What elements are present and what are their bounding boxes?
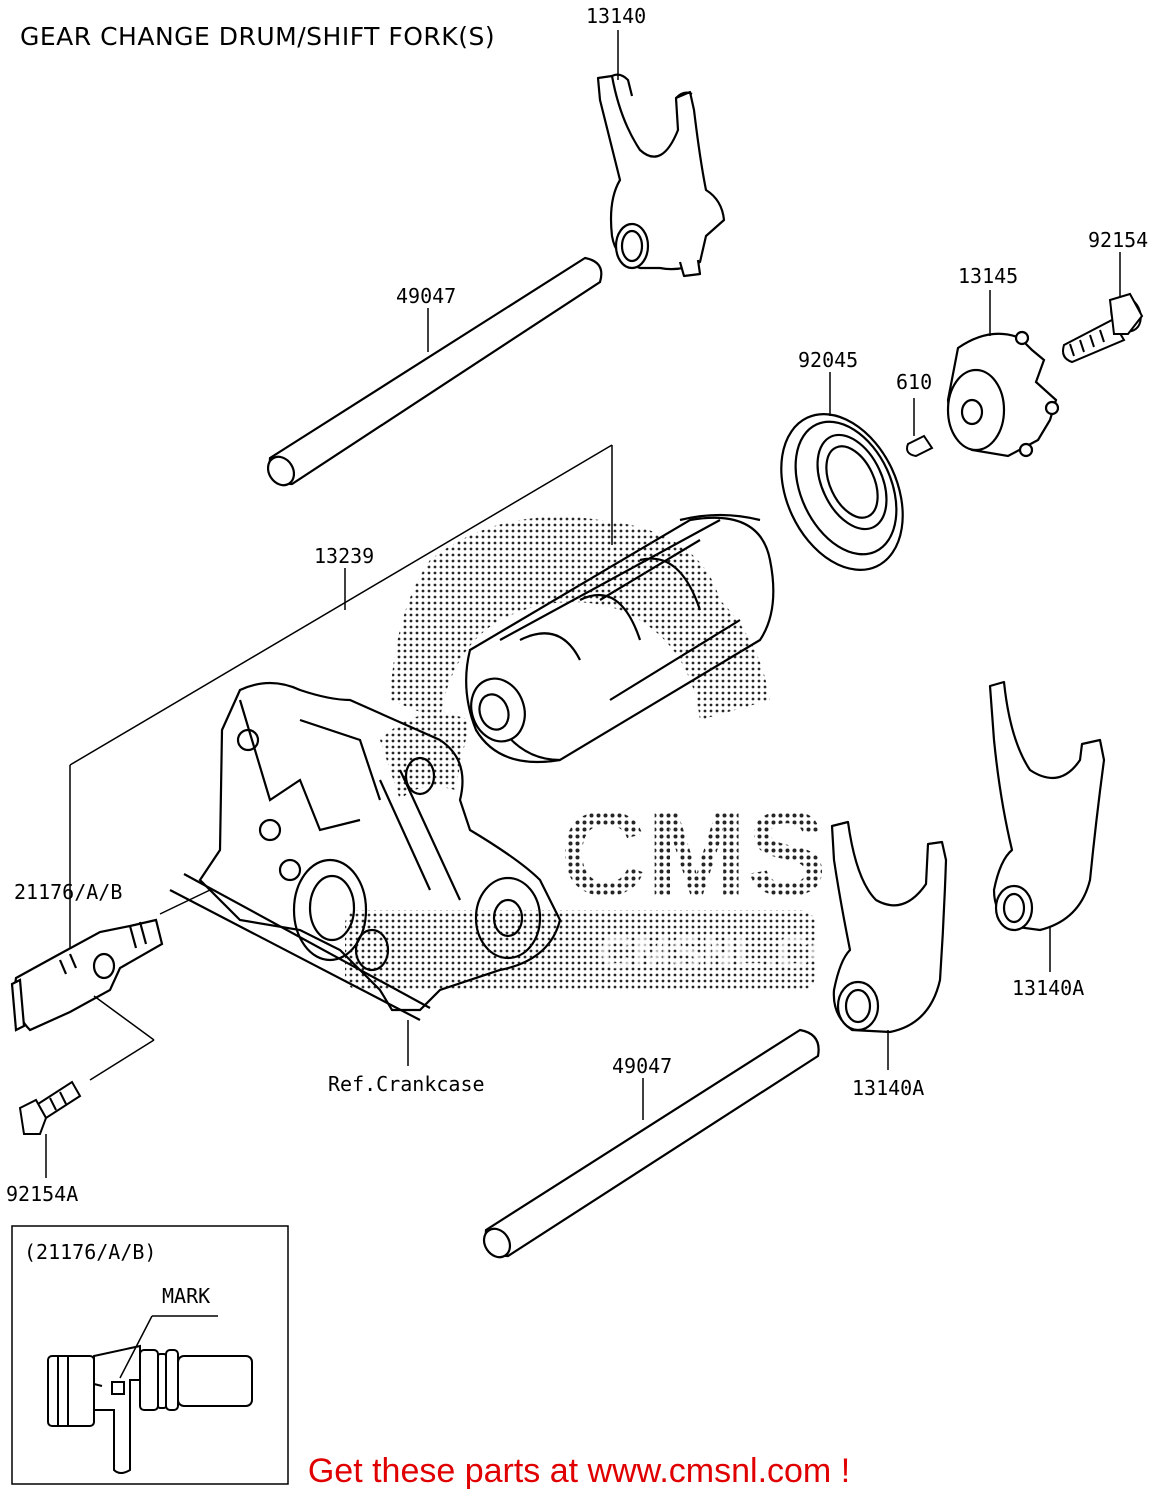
- callout-shaft-top: 49047: [396, 284, 457, 308]
- detail-box-title: (21176/A/B): [24, 1240, 157, 1264]
- shift-rod-bottom: [482, 1028, 820, 1259]
- crankcase: [169, 681, 562, 1021]
- callout-fork-right: 13140A: [1012, 976, 1085, 1000]
- shift-fork-right: [988, 680, 1106, 932]
- shift-drum: [465, 513, 775, 764]
- callout-shaft-bottom: 49047: [612, 1054, 673, 1078]
- gear-position-sensor: [10, 918, 164, 1032]
- diagram-title: GEAR CHANGE DRUM/SHIFT FORK(S): [20, 22, 496, 51]
- sensor-detail-box: [11, 1225, 289, 1485]
- drum-holder: [946, 330, 1060, 458]
- leader-sensor: [89, 889, 211, 1081]
- bolt-right: [1062, 292, 1144, 364]
- leader-drum: [69, 444, 613, 950]
- callout-drum: 13239: [314, 544, 375, 568]
- shift-rod-top: [266, 256, 603, 487]
- callout-sensor: 21176/A/B: [14, 880, 123, 904]
- watermark-site: CMSNL.COM: [600, 926, 884, 978]
- watermark-brand: CMS: [560, 787, 827, 921]
- leader-mark: [119, 1315, 153, 1379]
- callout-holder: 13145: [958, 264, 1019, 288]
- callout-crankcase: Ref.Crankcase: [328, 1072, 485, 1096]
- promo-banner[interactable]: Get these parts at www.cmsnl.com !: [307, 1452, 851, 1490]
- callout-bearing: 92045: [798, 348, 859, 372]
- shift-fork-top: [596, 73, 726, 278]
- detail-mark-label: MARK: [162, 1284, 211, 1308]
- pin: [906, 434, 934, 458]
- callout-pin: 610: [896, 370, 933, 394]
- callout-bolt-right: 92154: [1088, 228, 1149, 252]
- callout-bolt-left: 92154A: [6, 1182, 79, 1206]
- bolt-left: [18, 1080, 82, 1135]
- watermark-logo: CMS CMSNL.COM: [345, 516, 884, 990]
- callout-fork-top: 13140: [586, 4, 647, 28]
- bearing: [780, 413, 904, 571]
- shift-fork-middle: [830, 820, 948, 1034]
- callout-fork-middle: 13140A: [852, 1076, 925, 1100]
